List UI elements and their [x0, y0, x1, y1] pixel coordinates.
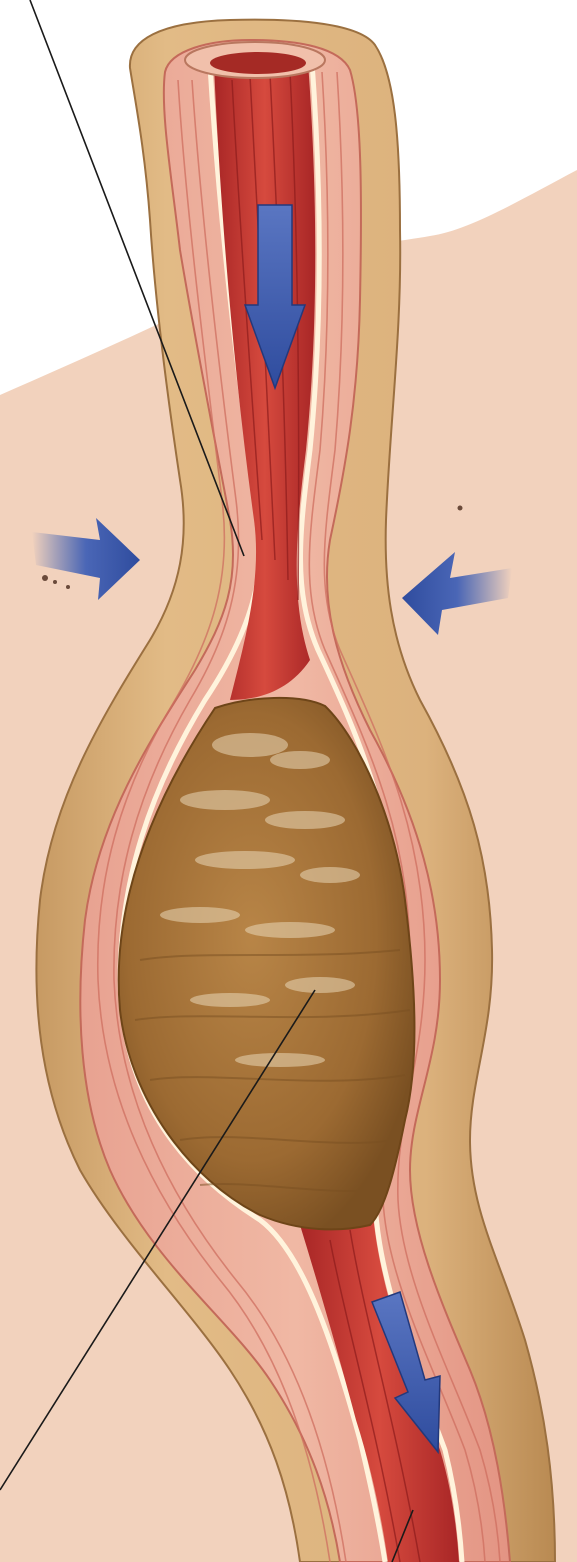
artery-top-lumen-opening: [210, 52, 306, 74]
arrow-right-icon: [32, 518, 140, 600]
arrow-left-icon: [402, 552, 512, 635]
